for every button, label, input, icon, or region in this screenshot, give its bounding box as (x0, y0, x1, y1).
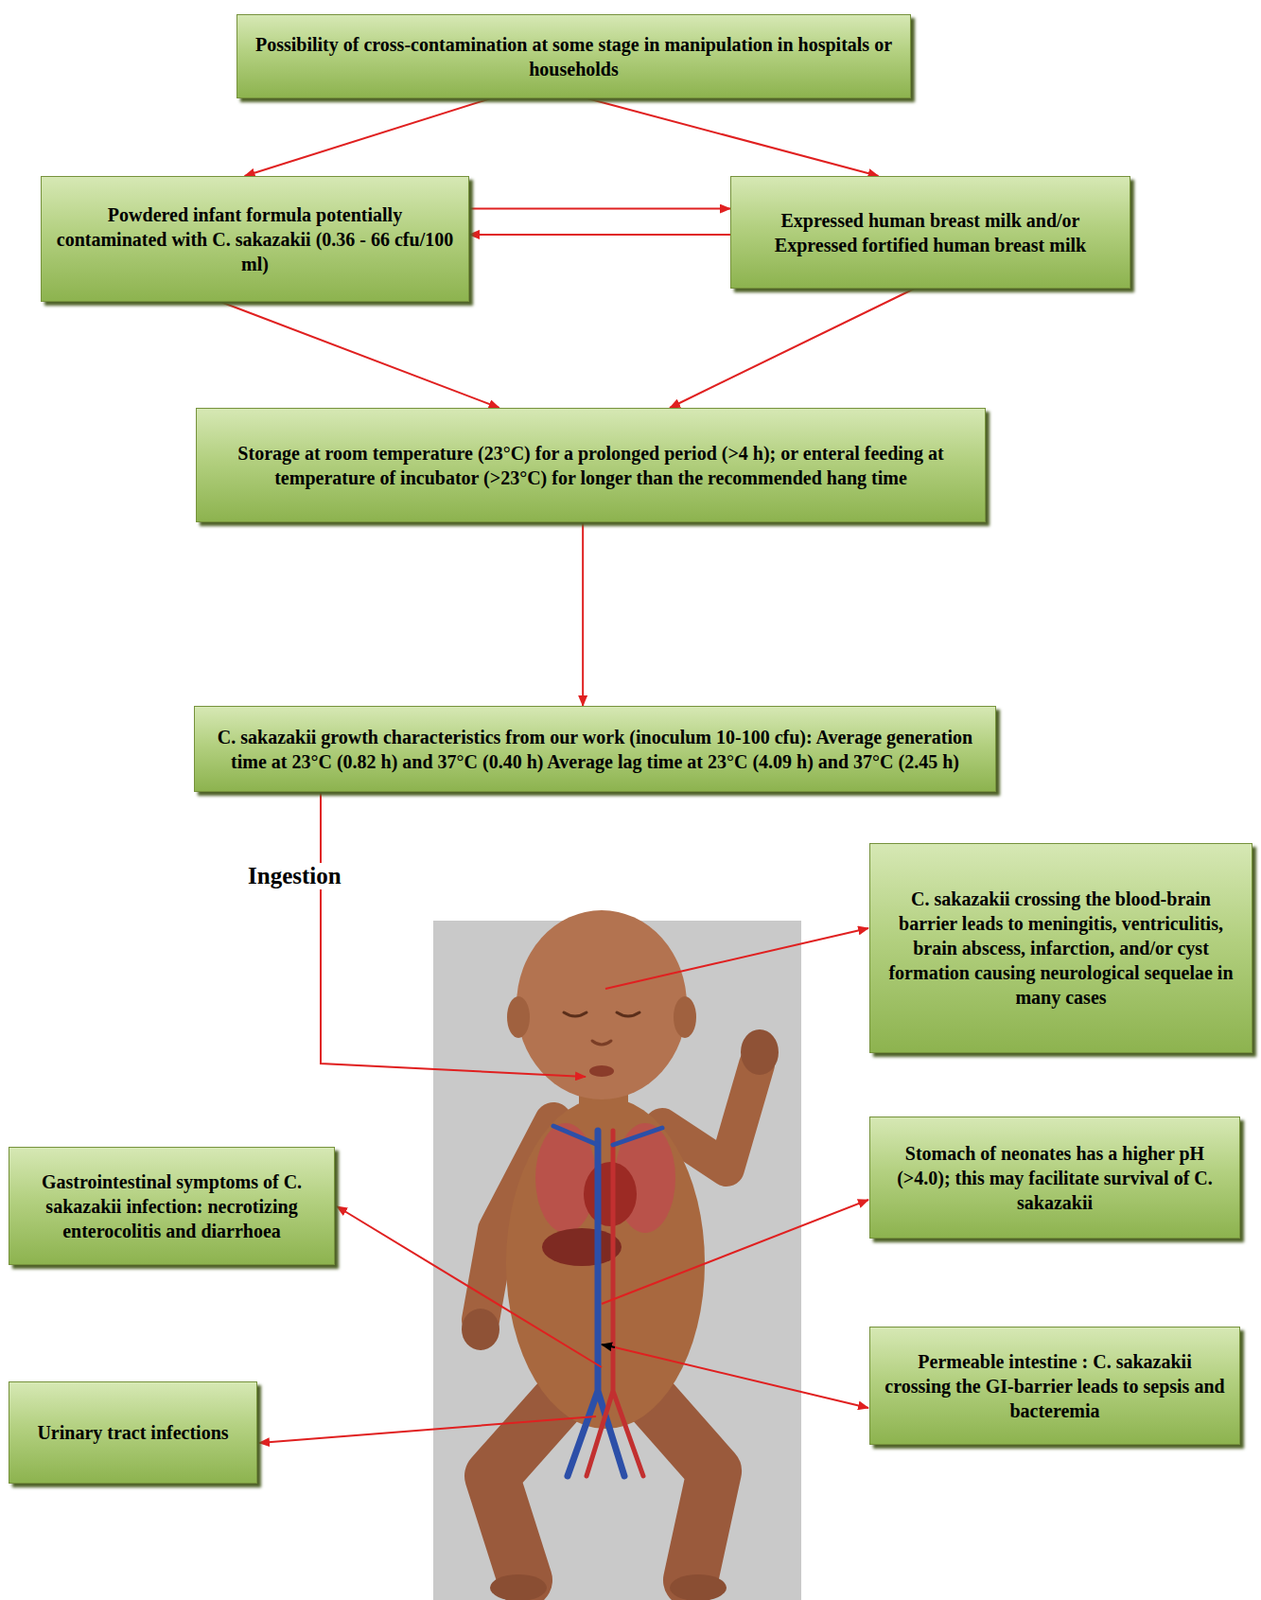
process-box: Expressed human breast milk and/or Expre… (730, 175, 1131, 289)
brain-leader (605, 928, 869, 989)
box-text: Possibility of cross-contamination at so… (250, 32, 897, 82)
intestine-leader (614, 1347, 869, 1408)
process-box: Stomach of neonates has a higher pH (>4.… (869, 1116, 1241, 1239)
box-text: Expressed human breast milk and/or Expre… (744, 208, 1117, 258)
box-text: C. sakazakii crossing the blood-brain ba… (883, 886, 1239, 1010)
flow-arrow (469, 233, 731, 236)
process-box: Powdered infant formula potentially cont… (40, 175, 470, 302)
flow-arrow (469, 208, 731, 211)
flow-arrow (245, 98, 491, 176)
box-text: C. sakazakii growth characteristics from… (208, 724, 982, 774)
flow-arrow (669, 288, 915, 408)
box-text: Stomach of neonates has a higher pH (>4.… (883, 1140, 1226, 1215)
flow-arrow (581, 522, 584, 706)
intestine-pointer (601, 1344, 615, 1348)
flow-arrow (220, 301, 499, 408)
box-text: Urinary tract infections (36, 1419, 228, 1445)
process-box: C. sakazakii crossing the blood-brain ba… (869, 842, 1253, 1053)
step-label: Ingestion (245, 862, 345, 890)
process-box: Storage at room temperature (23°C) for a… (195, 407, 986, 523)
box-text: Permeable intestine : C. sakazakii cross… (883, 1348, 1226, 1423)
gi-leader (336, 1206, 602, 1367)
stomach-leader (601, 1199, 869, 1304)
box-text: Storage at room temperature (23°C) for a… (210, 440, 972, 491)
baby-figure (461, 910, 779, 1600)
flow-arrow (587, 98, 879, 176)
ingestion-leader (320, 785, 586, 1077)
box-text: Powdered infant formula potentially cont… (54, 202, 456, 277)
process-box: Urinary tract infections (8, 1381, 258, 1484)
box-text: Gastrointestinal symptoms of C. sakazaki… (22, 1169, 321, 1244)
process-box: Gastrointestinal symptoms of C. sakazaki… (8, 1146, 335, 1265)
uti-leader (259, 1416, 596, 1443)
process-box: Possibility of cross-contamination at so… (236, 14, 911, 99)
process-box: Permeable intestine : C. sakazakii cross… (869, 1326, 1241, 1445)
process-box: C. sakazakii growth characteristics from… (193, 705, 997, 792)
